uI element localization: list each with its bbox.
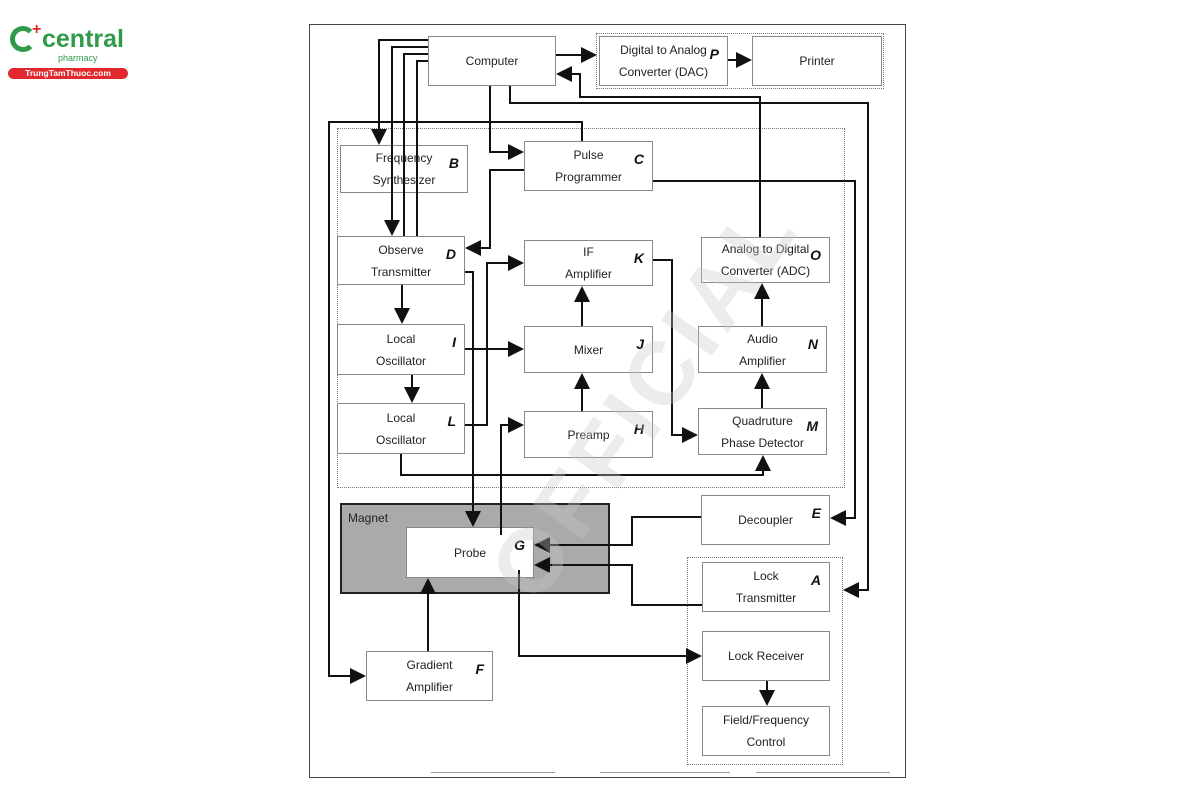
local-osc-i-box: Local Oscillator I [337,324,465,375]
logo-c-icon [10,26,36,52]
field-freq-box: Field/Frequency Control [702,706,830,756]
wire-if-quad [653,259,698,443]
box-label: IF Amplifier [565,245,612,281]
box-letter: J [636,336,644,352]
wire-localosc-quad [400,454,771,476]
pulse-prog-box: Pulse Programmer C [524,141,653,191]
box-label: Analog to Digital Converter (ADC) [720,242,811,278]
box-label: Pulse Programmer [555,148,622,184]
mixer-box: Mixer J [524,326,653,373]
box-letter: L [447,413,456,429]
box-label: Local Oscillator [375,331,426,368]
box-letter: N [807,336,818,352]
wire-probe-lockrx [518,570,702,664]
box-letter: H [633,421,644,437]
wire-computer-locktx [509,86,869,598]
box-letter: B [448,155,459,171]
bottom-stub [756,772,890,773]
wire-pulse-decoupler [653,180,856,526]
lock-rx-box: Lock Receiver [702,631,830,681]
observe-tx-box: Observe Transmitter D [337,236,465,285]
wire-computer-observe-1 [384,46,428,236]
box-label: Audio Amplifier [739,331,786,368]
dac-box: Digital to Analog Converter (DAC)P [599,36,728,86]
wire-computer-observe-2 [403,53,428,236]
box-label: Printer [799,54,835,68]
box-label: Lock Transmitter [735,569,797,605]
diagram-frame [309,24,906,778]
box-letter: M [806,418,818,434]
magnet-label: Magnet [348,511,389,525]
wire-pulse-observe [465,169,524,256]
if-amp-box: IF Amplifier K [524,240,653,286]
box-letter: O [810,247,821,263]
logo-site: TrungTamThuoc.com [8,68,128,79]
box-label: Gradient Amplifier [406,658,453,694]
box-label: Probe [453,545,487,560]
wire-decoupler-probe [534,516,701,553]
wire-locktx-probe [534,557,702,606]
box-letter: D [445,246,456,262]
probe-box: Probe G [406,527,534,578]
box-label: Digital to Analog Converter (DAC) [618,43,709,79]
box-letter: A [810,572,821,588]
wire-localosc-if [465,255,524,426]
wire-observe-probe [465,271,481,527]
bottom-stub [431,772,555,773]
local-osc-l-box: Local Oscillator L [337,403,465,454]
box-label: Lock Receiver [727,649,805,663]
wire-computer-freqsynth [371,39,428,145]
box-letter: I [452,334,456,350]
gradient-box: Gradient Amplifier F [366,651,493,701]
box-label: Local Oscillator [375,410,426,447]
wire-probe-preamp [500,417,524,535]
logo-sub: pharmacy [58,53,98,63]
wire-pulse-gradient [328,121,583,684]
box-letter: G [514,537,525,553]
box-label: Decoupler [738,513,793,527]
box-letter: E [811,505,821,521]
box-letter: P [709,46,719,62]
wire-adc-computer [556,66,761,237]
console-group [337,128,845,488]
computer-box: Computer [428,36,556,86]
box-label: Quadruture Phase Detector [721,413,804,450]
wire-computer-pulse [489,86,524,160]
adc-box: Analog to Digital Converter (ADC)O [701,237,830,283]
box-label: Preamp [567,427,610,442]
audio-amp-box: Audio Amplifier N [698,326,827,373]
logo-plus-icon: + [32,21,42,38]
logo-name: central [42,25,124,53]
decoupler-box: Decoupler E [701,495,830,545]
box-letter: F [475,661,484,677]
preamp-box: Preamp H [524,411,653,458]
central-pharmacy-logo: + central pharmacy TrungTamThuoc.com [6,22,131,82]
wire-computer-observe-3 [416,60,428,236]
printer-box: Printer [752,36,882,86]
box-label: Computer [465,54,519,68]
box-label: Mixer [573,342,604,357]
box-letter: C [633,151,644,167]
box-label: Observe Transmitter [370,242,432,279]
box-letter: K [633,250,644,266]
box-label: Field/Frequency Control [722,713,810,749]
bottom-stub [600,772,730,773]
lock-tx-box: Lock Transmitter A [702,562,830,612]
